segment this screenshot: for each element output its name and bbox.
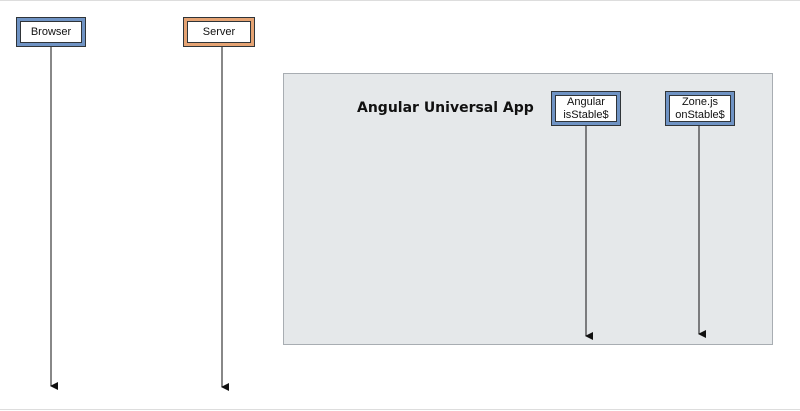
isstable-label: isStable$: [563, 108, 609, 121]
bottom-divider: [0, 409, 800, 410]
server-label: Server: [202, 25, 236, 38]
zonejs-onstable-header: Zone.js onStable$: [665, 91, 735, 126]
browser-header: Browser: [16, 17, 86, 47]
app-region-title: Angular Universal App: [357, 100, 534, 116]
zonejs-label: Zone.js: [681, 95, 719, 108]
angular-label: Angular: [567, 95, 605, 108]
browser-label: Browser: [30, 25, 72, 38]
server-header: Server: [183, 17, 255, 47]
top-divider: [0, 0, 800, 1]
onstable-label: onStable$: [675, 108, 725, 121]
angular-isstable-header: Angular isStable$: [551, 91, 621, 126]
